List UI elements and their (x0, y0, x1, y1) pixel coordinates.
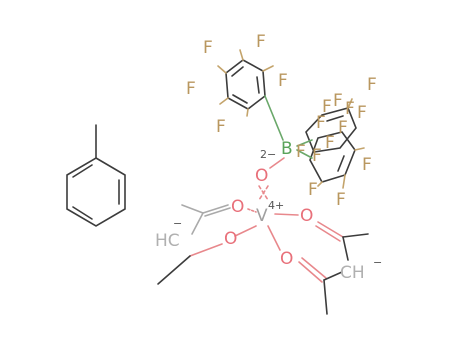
fluorine-atom: F (367, 75, 377, 95)
oxygen-atom: O (231, 197, 244, 217)
c-f-bond (246, 108, 249, 117)
o-c-double-bond (315, 225, 341, 242)
fluorine-atom: F (186, 79, 196, 99)
ch-label: CH (340, 263, 365, 283)
c-f-bond (239, 49, 244, 61)
c-c-bond (323, 271, 343, 281)
c-f-bond (262, 65, 274, 72)
vanadium-complex-bonds (157, 157, 369, 315)
fluorine-atom: F (357, 103, 367, 123)
o-c-double-bond (301, 257, 327, 279)
c-c-bond (191, 212, 204, 235)
fluorine-atom: F (296, 142, 306, 162)
v-o-bond (234, 225, 257, 237)
vanadium-center: V 4+ (256, 199, 284, 226)
o-v-dashed-bond (258, 185, 269, 201)
fluorine-atom: F (325, 133, 335, 153)
fluorine-atom: F (308, 180, 318, 200)
boron-center: B 2− (260, 139, 293, 161)
c-o-bond (202, 204, 229, 214)
carbanion-charge-right: − (373, 256, 382, 269)
o-c-bond (189, 243, 223, 257)
vanadium-atom: V (256, 206, 268, 226)
v-o-bond (274, 213, 299, 216)
c-f-bond (342, 174, 346, 189)
fluorine-atom: F (333, 91, 343, 111)
c-f-bond (217, 65, 227, 74)
carbanion-charge-left: − (173, 217, 182, 230)
oxygen-atom: O (280, 249, 293, 269)
oxygen-labels: O O O O O (224, 166, 313, 269)
b-c-bond (296, 139, 313, 147)
o-v-bond (247, 208, 257, 213)
carbanion-labels: − HC CH − (155, 217, 382, 283)
aryl-double-bond (232, 94, 248, 104)
pentafluorophenyl-right (296, 98, 365, 189)
b-c-bond (264, 95, 284, 141)
c-f-bond (354, 147, 365, 151)
b-c-bond (296, 149, 313, 159)
fluorine-atom: F (316, 113, 326, 133)
fluorine-atom: F (216, 117, 226, 137)
fluorine-atom: F (203, 38, 213, 58)
aryl-double-bond (337, 155, 345, 172)
fluorine-atom: F (312, 146, 322, 166)
c-methyl-bond (323, 279, 328, 315)
b-o-bond (269, 157, 285, 169)
c-f-bond (317, 181, 323, 187)
o-c-bond (317, 221, 344, 238)
aryl-double-bond (326, 115, 344, 122)
toluene-double-bond (72, 206, 93, 220)
toluene-double-bond (72, 164, 93, 178)
c-c-bond (342, 236, 349, 261)
fluorine-atom: F (345, 99, 355, 119)
c-f-bond (347, 98, 353, 109)
toluene-ring (66, 157, 126, 227)
fluorine-atom: F (322, 97, 332, 117)
oxygen-atom: O (300, 206, 313, 226)
aryl-double-bond (256, 76, 260, 94)
boron-charge: 2− (260, 148, 276, 161)
boron-atom: B (281, 139, 293, 159)
hc-label: HC (155, 231, 180, 251)
fluorine-atom: F (256, 32, 266, 52)
oxygen-atom: O (255, 166, 268, 186)
oxygen-atom: O (224, 229, 237, 249)
methyl-bond (342, 233, 369, 238)
methyl-bond (181, 204, 204, 214)
o-c-double-bond (298, 261, 323, 283)
toluene (66, 124, 126, 227)
aryl-double-bond (231, 66, 244, 77)
c-o-double-bond (204, 207, 231, 217)
v-o-bond (267, 225, 281, 251)
fluorine-atom: F (336, 190, 346, 210)
vanadium-charge: 4+ (268, 199, 284, 212)
pentafluorophenyl-upper (217, 49, 284, 141)
fluorine-atom: F (362, 155, 372, 175)
c-methyl-bond (157, 255, 191, 285)
fluorine-atom: F (338, 118, 348, 138)
fluorine-atom: F (278, 71, 288, 91)
fluorine-labels: F F F F F F F F F F F F F F F F F F (186, 32, 377, 210)
c-f-bond (219, 97, 229, 105)
